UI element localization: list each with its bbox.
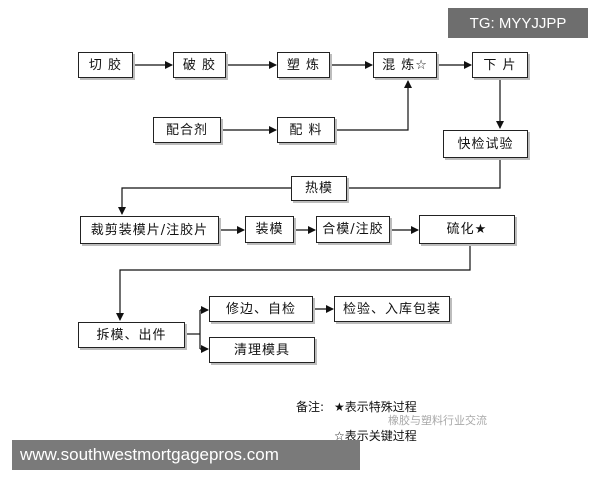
step-ingredients: 配 料 [277, 117, 335, 143]
step-cut-rubber: 切 胶 [78, 52, 133, 78]
step-cut-load: 裁剪装模片/注胶片 [80, 216, 219, 244]
step-plasticate: 塑 炼 [277, 52, 330, 78]
step-hot-mold: 热模 [291, 176, 347, 201]
step-clean-mold: 清理模具 [209, 337, 315, 363]
step-break-rubber: 破 胶 [173, 52, 226, 78]
step-vulcanize: 硫化★ [419, 215, 515, 244]
step-quick-test: 快检试验 [443, 130, 528, 158]
telegram-banner: TG: MYYJJPP [448, 8, 588, 38]
step-trim-inspect: 修边、自检 [209, 296, 313, 322]
step-unload: 下 片 [472, 52, 528, 78]
step-demold: 拆模、出件 [78, 322, 185, 348]
step-close-inject: 合模/注胶 [316, 216, 390, 243]
note-key-process: ☆表示关键过程 [334, 429, 417, 443]
note-label: 备注: [296, 400, 325, 414]
step-inspect-store: 检验、入库包装 [334, 296, 450, 322]
watermark-text: 橡胶与塑料行业交流 [388, 414, 487, 427]
step-mix: 混 炼☆ [373, 52, 437, 78]
note-special-process: ★表示特殊过程 [334, 400, 417, 414]
step-load-mold: 装模 [245, 216, 294, 243]
step-compounding-agent: 配合剂 [153, 117, 221, 143]
website-banner[interactable]: www.southwestmortgagepros.com [12, 440, 360, 470]
